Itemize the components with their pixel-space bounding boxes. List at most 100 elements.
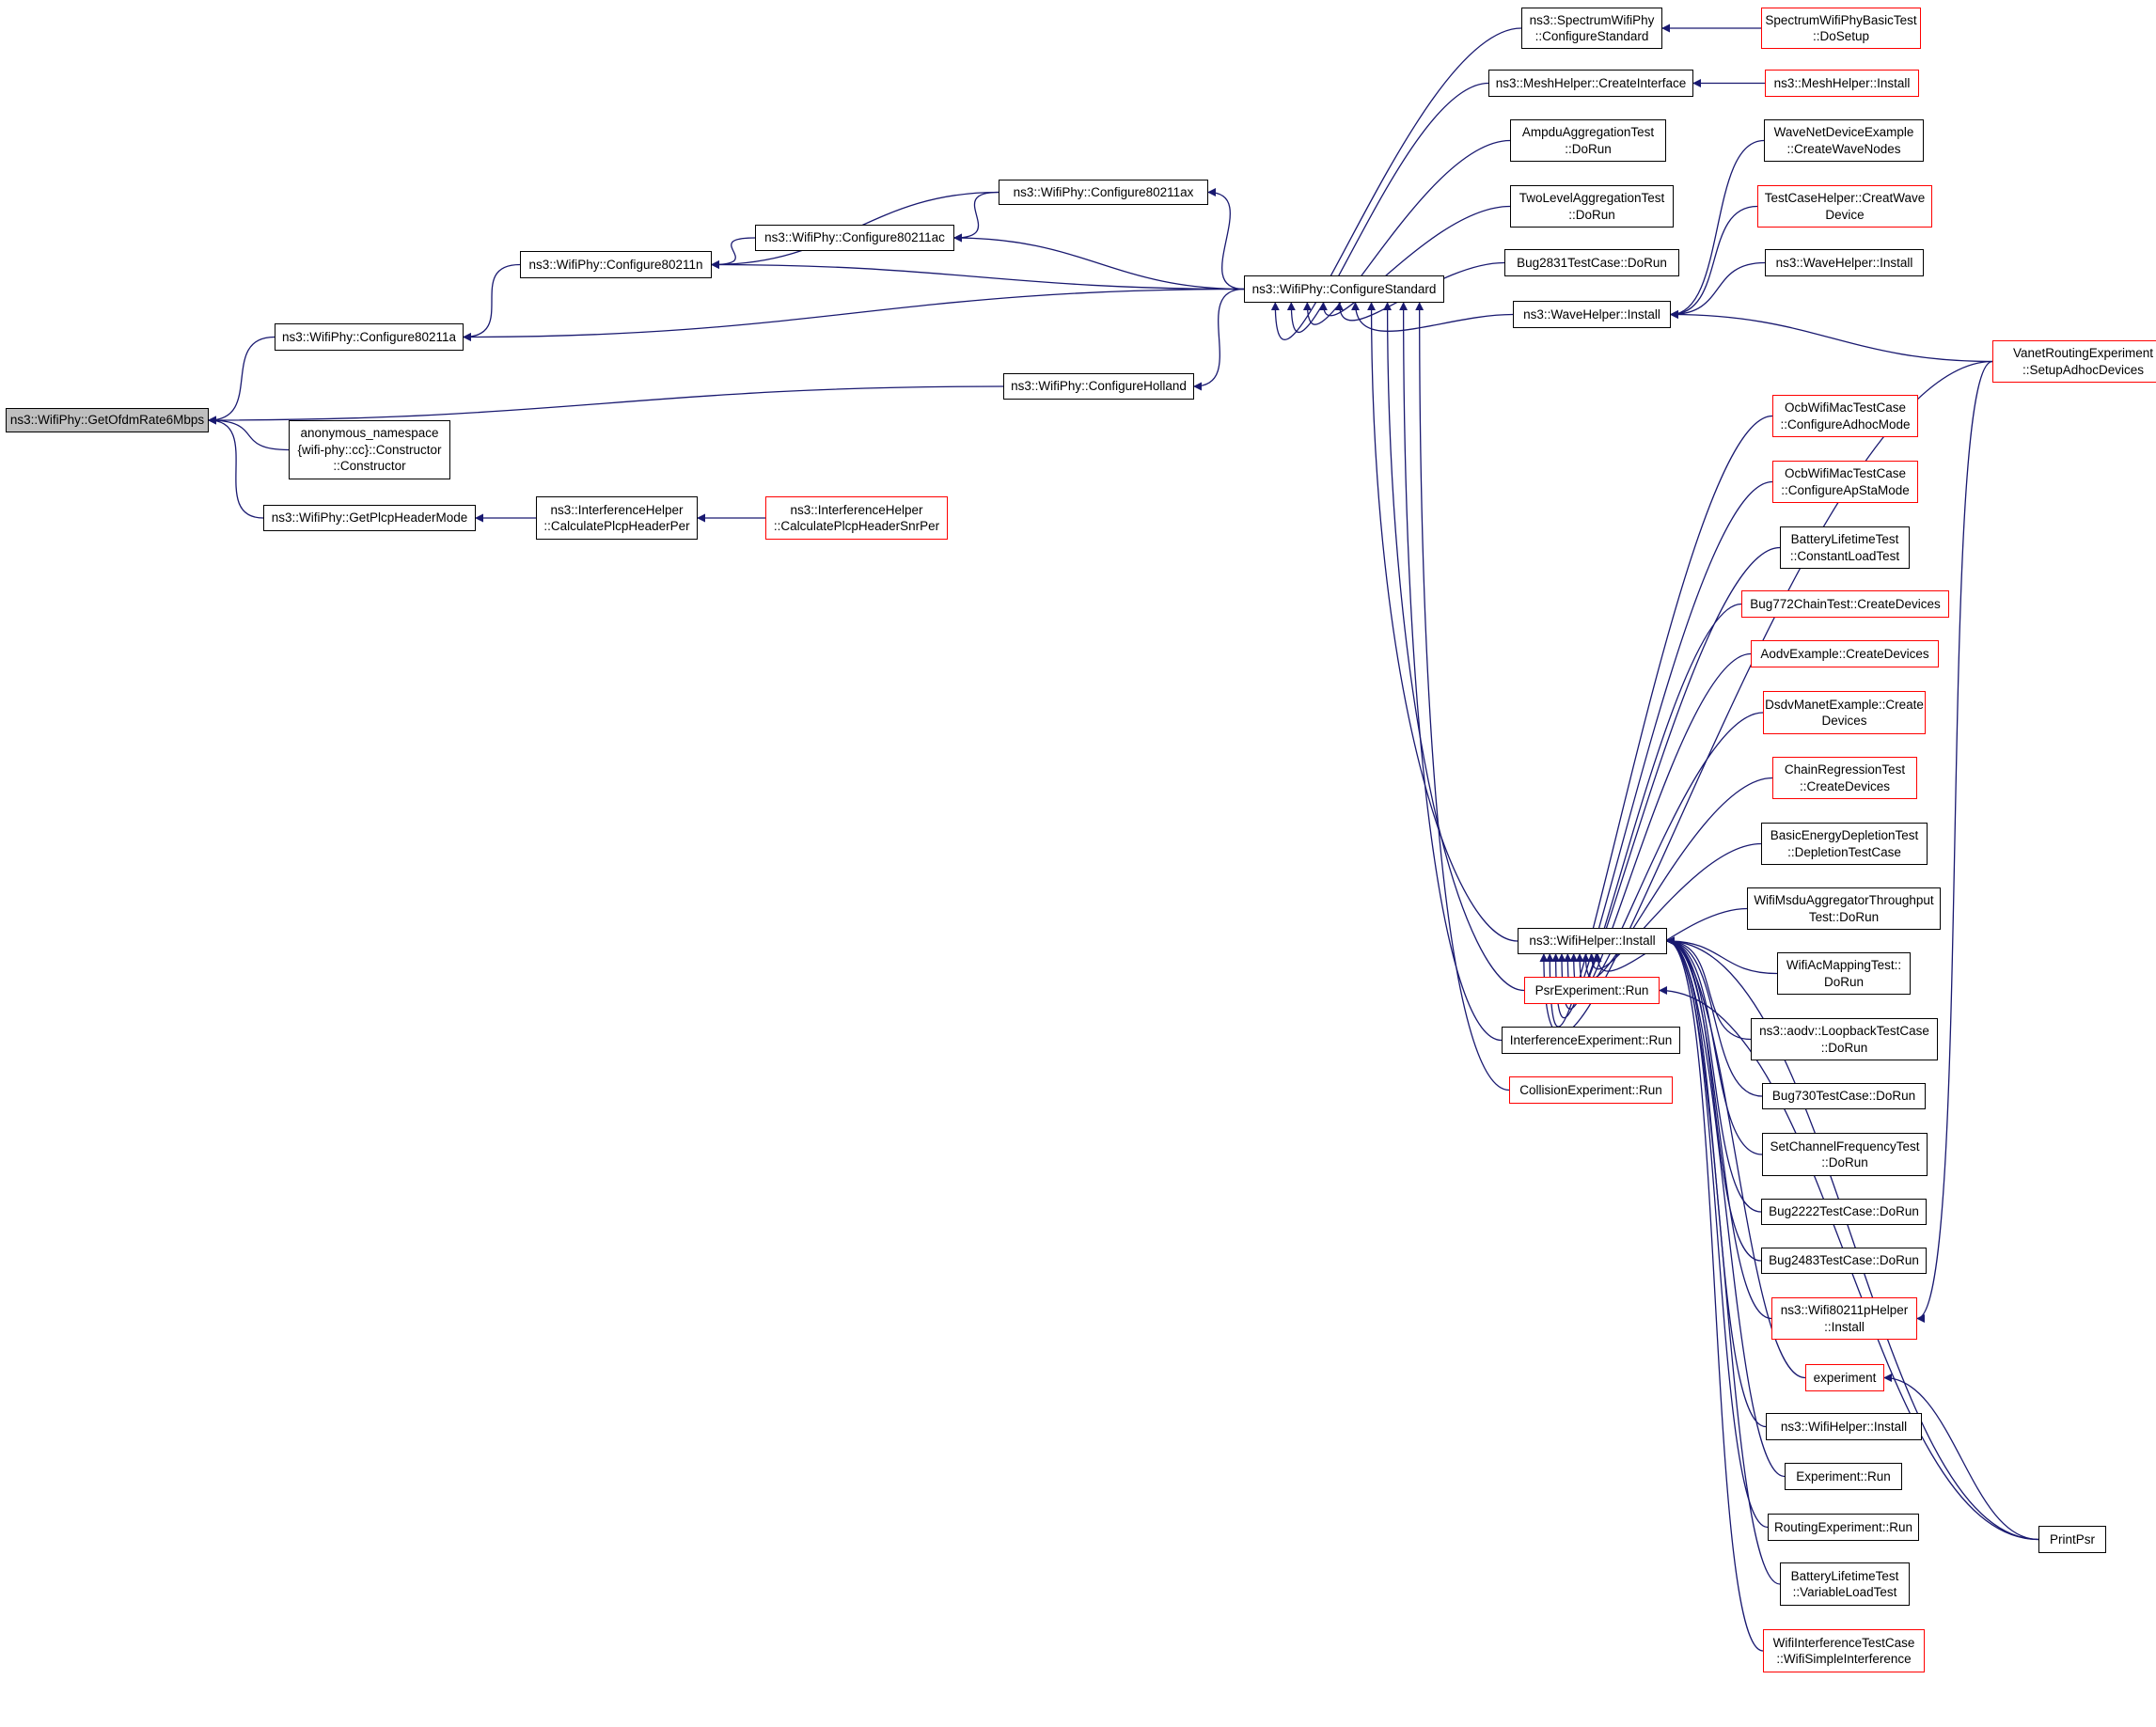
- graph-node-label: ::CalculatePlcpHeaderPer: [543, 519, 690, 533]
- graph-node-label: ns3::InterferenceHelper: [550, 502, 684, 517]
- graph-node-wifiInstall[interactable]: ns3::WifiHelper::Install: [1518, 928, 1667, 954]
- graph-node-cfg11a[interactable]: ns3::WifiPhy::Configure80211a: [275, 323, 464, 351]
- edge-battVar-to-wifiInstall: [1666, 936, 1781, 1585]
- edge-cfgStd-to-cfg11ac: [953, 233, 1245, 290]
- graph-node-cfg11ac[interactable]: ns3::WifiPhy::Configure80211ac: [755, 225, 954, 251]
- graph-node-wifiInterf[interactable]: WifiInterferenceTestCase::WifiSimpleInte…: [1763, 1629, 1925, 1672]
- edge-aodvLoop-to-wifiInstall: [1666, 936, 1752, 1041]
- edge-cfg11a-to-root: [208, 336, 275, 425]
- graph-node-aodvEx[interactable]: AodvExample::CreateDevices: [1751, 640, 1939, 667]
- graph-node-label: {wifi-phy::cc}::Constructor: [297, 442, 442, 457]
- graph-node-calcSnrPer[interactable]: ns3::InterferenceHelper::CalculatePlcpHe…: [765, 496, 948, 540]
- graph-node-expRun[interactable]: Experiment::Run: [1785, 1463, 1902, 1490]
- graph-node-getPlcp[interactable]: ns3::WifiPhy::GetPlcpHeaderMode: [263, 505, 476, 531]
- edge-cfg11n-to-cfg11a: [463, 263, 521, 341]
- graph-node-label: OcbWifiMacTestCase: [1784, 466, 1907, 480]
- graph-node-acMap[interactable]: WifiAcMappingTest::DoRun: [1777, 952, 1911, 995]
- graph-node-psr[interactable]: PsrExperiment::Run: [1524, 977, 1660, 1004]
- edge-waveInstall-to-cfgStd: [1351, 302, 1514, 332]
- graph-node-printPsr[interactable]: PrintPsr: [2038, 1526, 2106, 1553]
- graph-node-ocbAdhoc[interactable]: OcbWifiMacTestCase::ConfigureAdhocMode: [1772, 395, 1918, 437]
- graph-node-cfg11ax[interactable]: ns3::WifiPhy::Configure80211ax: [999, 180, 1208, 205]
- graph-node-label: Bug2483TestCase::DoRun: [1769, 1253, 1919, 1268]
- graph-node-label: AodvExample::CreateDevices: [1760, 646, 1929, 661]
- graph-node-routingExp[interactable]: RoutingExperiment::Run: [1768, 1514, 1919, 1541]
- graph-node-label: RoutingExperiment::Run: [1773, 1519, 1913, 1534]
- graph-node-bug2483[interactable]: Bug2483TestCase::DoRun: [1761, 1248, 1927, 1274]
- graph-node-wifiInstall2[interactable]: ns3::WifiHelper::Install: [1766, 1413, 1922, 1440]
- graph-node-label: TwoLevelAggregationTest: [1519, 191, 1665, 205]
- graph-node-label: ::DoRun: [1565, 141, 1612, 156]
- graph-node-twoLevel[interactable]: TwoLevelAggregationTest::DoRun: [1510, 185, 1674, 228]
- edge-basicEnergy-to-wifiInstall: [1587, 842, 1762, 970]
- graph-node-label: ns3::WifiPhy::Configure80211ac: [764, 230, 945, 245]
- graph-node-bug2222[interactable]: Bug2222TestCase::DoRun: [1761, 1199, 1927, 1225]
- graph-node-bug2831[interactable]: Bug2831TestCase::DoRun: [1504, 249, 1679, 276]
- graph-node-label: ::Constructor: [333, 459, 406, 474]
- edge-anonCtor-to-root: [208, 416, 290, 451]
- graph-node-bug772[interactable]: Bug772ChainTest::CreateDevices: [1741, 590, 1949, 618]
- graph-node-cfg11n[interactable]: ns3::WifiPhy::Configure80211n: [520, 251, 712, 278]
- edge-bug730-to-wifiInstall: [1666, 936, 1763, 1097]
- graph-node-label: WifiInterferenceTestCase: [1772, 1635, 1915, 1650]
- graph-node-label: ::DoRun: [1821, 1155, 1868, 1170]
- edge-getPlcp-to-root: [208, 416, 264, 519]
- edge-cfg11ac-to-cfg11n: [711, 237, 756, 269]
- graph-node-label: ns3::WifiHelper::Install: [1529, 934, 1656, 949]
- graph-node-label: ns3::WifiPhy::GetPlcpHeaderMode: [271, 510, 468, 526]
- graph-node-label: anonymous_namespace: [300, 426, 439, 441]
- graph-node-label: experiment: [1813, 1370, 1877, 1385]
- graph-node-aodvLoop[interactable]: ns3::aodv::LoopbackTestCase::DoRun: [1751, 1018, 1938, 1060]
- graph-node-waveInstall[interactable]: ns3::WaveHelper::Install: [1513, 301, 1671, 328]
- graph-node-battConst[interactable]: BatteryLifetimeTest::ConstantLoadTest: [1780, 526, 1910, 569]
- graph-node-label: DoRun: [1823, 974, 1865, 989]
- graph-node-anonCtor[interactable]: anonymous_namespace{wifi-phy::cc}::Const…: [289, 420, 450, 479]
- graph-node-label: ::ConfigureStandard: [1534, 29, 1649, 43]
- edge-interfExp-to-cfgStd: [1399, 302, 1503, 1042]
- edge-ocbApSta-to-wifiInstall: [1551, 480, 1773, 1018]
- graph-node-label: ns3::SpectrumWifiPhy: [1529, 12, 1655, 27]
- graph-node-bug730[interactable]: Bug730TestCase::DoRun: [1762, 1083, 1926, 1109]
- graph-node-label: CollisionExperiment::Run: [1519, 1082, 1662, 1097]
- graph-node-label: ::DoSetup: [1812, 29, 1870, 43]
- graph-node-specCfgStd[interactable]: ns3::SpectrumWifiPhy::ConfigureStandard: [1521, 8, 1662, 49]
- graph-node-root[interactable]: ns3::WifiPhy::GetOfdmRate6Mbps: [6, 408, 209, 432]
- graph-node-label: DsdvManetExample::Create: [1765, 697, 1924, 712]
- graph-node-meshCreate[interactable]: ns3::MeshHelper::CreateInterface: [1488, 70, 1693, 97]
- graph-node-specSetup[interactable]: SpectrumWifiPhyBasicTest::DoSetup: [1761, 8, 1921, 49]
- graph-node-meshInstall[interactable]: ns3::MeshHelper::Install: [1765, 70, 1919, 97]
- graph-node-label: ::CreateWaveNodes: [1786, 141, 1901, 156]
- graph-node-cfgHolland[interactable]: ns3::WifiPhy::ConfigureHolland: [1003, 373, 1194, 400]
- graph-node-chainReg[interactable]: ChainRegressionTest::CreateDevices: [1772, 757, 1917, 799]
- graph-node-label: WifiAcMappingTest::: [1786, 958, 1902, 972]
- graph-node-calcPer[interactable]: ns3::InterferenceHelper::CalculatePlcpHe…: [536, 496, 698, 540]
- edge-vanet-to-waveInstall: [1670, 310, 1993, 363]
- edge-experiment-to-wifiInstall: [1666, 936, 1806, 1379]
- graph-node-basicEnergy[interactable]: BasicEnergyDepletionTest::DepletionTestC…: [1761, 823, 1928, 865]
- graph-node-label: SpectrumWifiPhyBasicTest: [1765, 12, 1917, 27]
- graph-node-setChan[interactable]: SetChannelFrequencyTest::DoRun: [1762, 1133, 1928, 1176]
- graph-node-ampdu[interactable]: AmpduAggregationTest::DoRun: [1510, 119, 1666, 162]
- graph-node-battVar[interactable]: BatteryLifetimeTest::VariableLoadTest: [1780, 1562, 1910, 1606]
- graph-node-cfgStd[interactable]: ns3::WifiPhy::ConfigureStandard: [1244, 275, 1444, 303]
- graph-node-label: ns3::WifiPhy::Configure80211ax: [1013, 184, 1194, 199]
- edge-waveNodes-to-waveInstall: [1670, 139, 1765, 319]
- graph-node-interfExp[interactable]: InterferenceExperiment::Run: [1502, 1027, 1680, 1054]
- edge-cfgStd-to-cfg11ax: [1207, 188, 1245, 290]
- graph-node-vanet[interactable]: VanetRoutingExperiment::SetupAdhocDevice…: [1992, 340, 2156, 383]
- graph-node-waveNodes[interactable]: WaveNetDeviceExample::CreateWaveNodes: [1764, 119, 1924, 162]
- graph-node-label: ::ConfigureApStaMode: [1781, 482, 1910, 497]
- graph-node-label: Experiment::Run: [1796, 1468, 1891, 1484]
- edge-wifiInstall-to-cfgStd: [1367, 302, 1519, 942]
- edge-cfgStd-to-cfg11a: [463, 288, 1245, 341]
- graph-node-w80211p[interactable]: ns3::Wifi80211pHelper::Install: [1771, 1297, 1917, 1340]
- graph-node-label: ns3::WaveHelper::Install: [1523, 306, 1660, 322]
- graph-node-experiment[interactable]: experiment: [1805, 1364, 1884, 1391]
- graph-node-label: ns3::WifiHelper::Install: [1780, 1419, 1908, 1434]
- graph-node-ocbApSta[interactable]: OcbWifiMacTestCase::ConfigureApStaMode: [1772, 461, 1918, 503]
- graph-node-collision[interactable]: CollisionExperiment::Run: [1509, 1076, 1673, 1104]
- graph-node-waveInstall2[interactable]: ns3::WaveHelper::Install: [1765, 249, 1924, 276]
